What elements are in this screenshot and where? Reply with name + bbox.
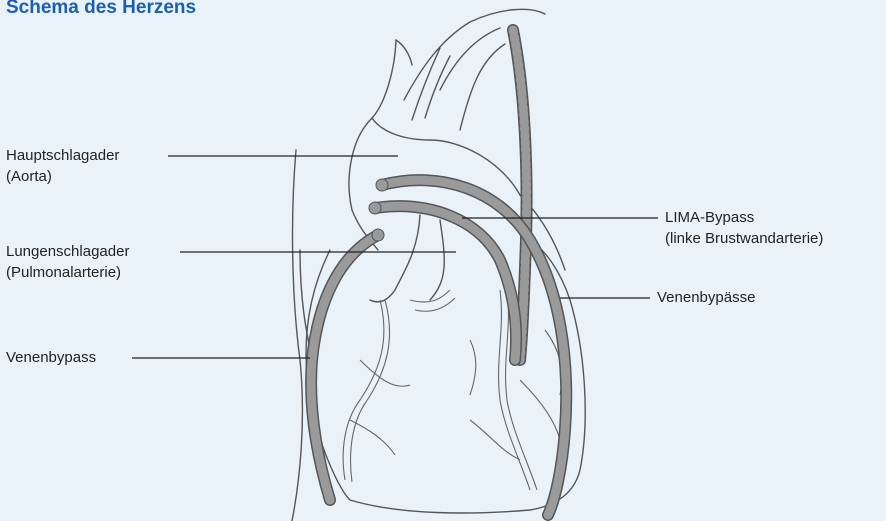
coronary-vessels [343,290,562,490]
label-aorta-line2: (Aorta) [6,166,119,187]
label-vein-bypasses: Venenbypässe [657,287,755,308]
label-lima: LIMA-Bypass (linke Brustwandarterie) [665,207,823,249]
anastomosis-knot [372,229,384,241]
label-pulmonary-line2: (Pulmonalarterie) [6,262,129,283]
label-vein-bypass: Venenbypass [6,347,96,368]
chest-outline [292,150,302,521]
anastomosis-knot [369,202,381,214]
label-aorta-line1: Hauptschlagader [6,145,119,166]
label-pulmonary: Lungenschlagader (Pulmonalarterie) [6,241,129,283]
label-lima-line1: LIMA-Bypass [665,207,823,228]
label-vein-bypass-line1: Venenbypass [6,347,96,368]
anastomosis-knot [376,179,388,191]
label-lima-line2: (linke Brustwandarterie) [665,228,823,249]
pulmonary-trunk-shape [370,215,420,302]
label-aorta: Hauptschlagader (Aorta) [6,145,119,187]
label-vein-bypasses-line1: Venenbypässe [657,287,755,308]
label-pulmonary-line1: Lungenschlagader [6,241,129,262]
